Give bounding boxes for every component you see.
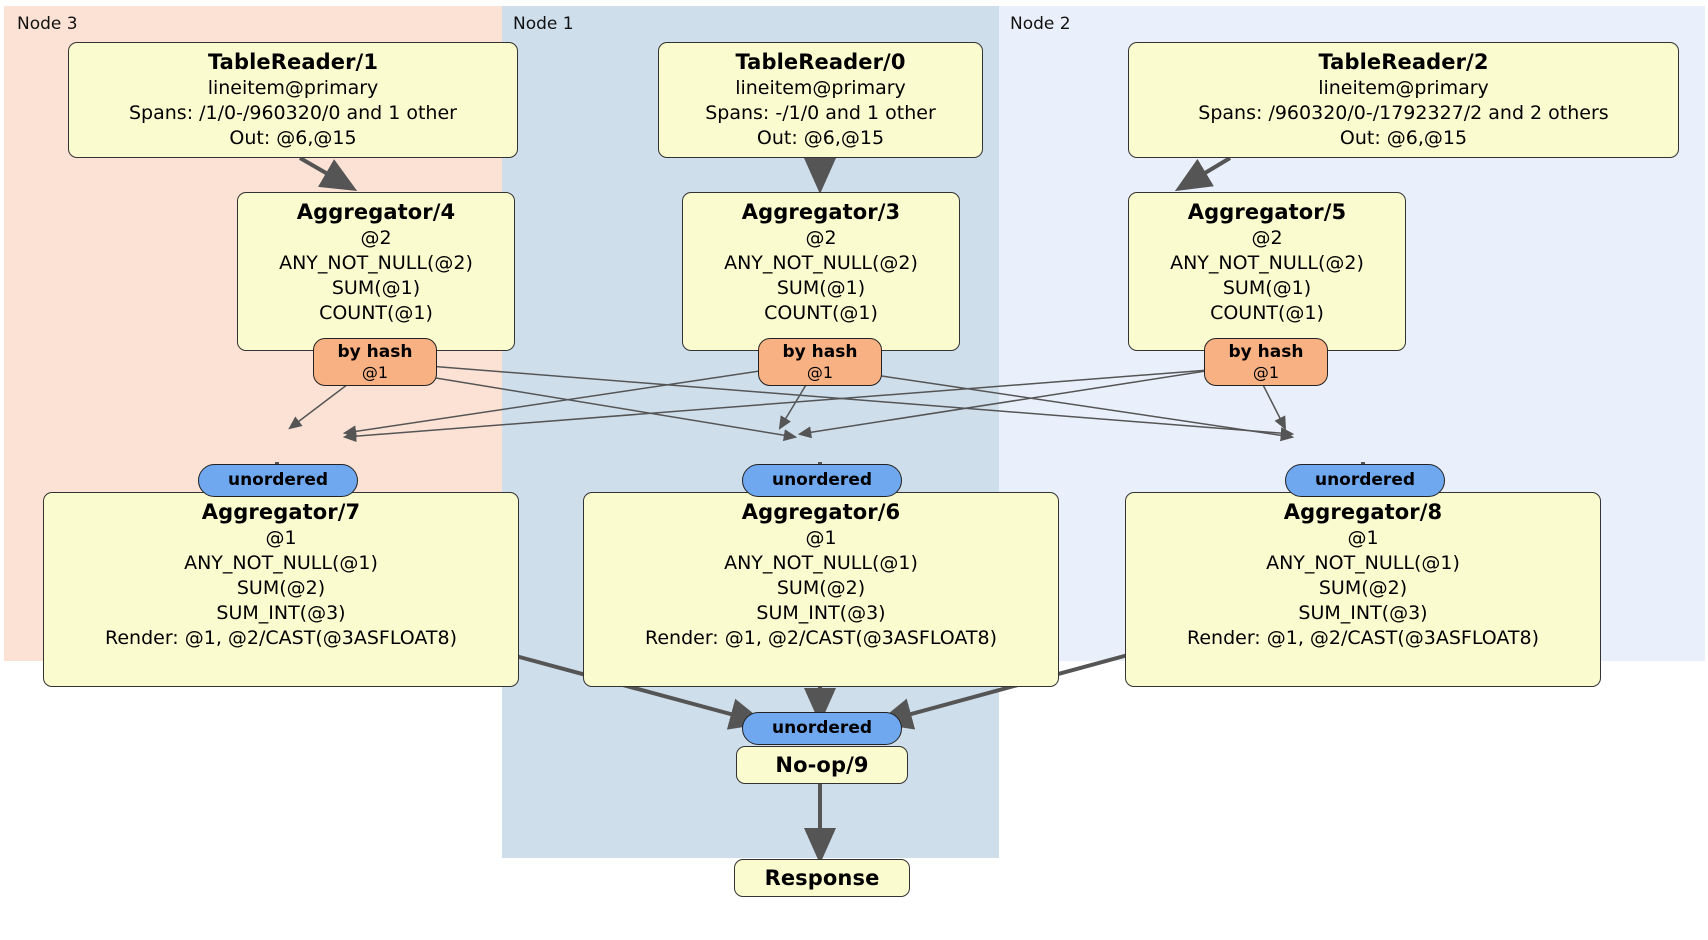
processor-detail: ANY_NOT_NULL(@2) (724, 252, 918, 274)
processor-detail: SUM_INT(@3) (756, 602, 886, 624)
processor-detail: Out: @6,@15 (756, 127, 885, 149)
processor-detail: SUM(@2) (236, 577, 326, 599)
hash-router-label: by hash (1228, 342, 1304, 362)
processor-detail: @1 (265, 527, 297, 549)
processor-no-op-9[interactable]: No-op/9 (736, 746, 908, 784)
processor-detail: @1 (805, 527, 837, 549)
synchronizer-label: unordered (771, 470, 873, 490)
processor-aggregator-6[interactable]: Aggregator/6 @1 ANY_NOT_NULL(@1) SUM(@2)… (583, 492, 1059, 687)
processor-title: Aggregator/3 (741, 200, 901, 224)
processor-detail: SUM(@2) (1318, 577, 1408, 599)
processor-detail: ANY_NOT_NULL(@1) (724, 552, 918, 574)
processor-detail: lineitem@primary (1318, 77, 1489, 99)
processor-title: Aggregator/5 (1187, 200, 1347, 224)
processor-detail: SUM(@1) (1222, 277, 1312, 299)
processor-detail: lineitem@primary (207, 77, 379, 99)
processor-detail: Spans: /960320/0-/1792327/2 and 2 others (1198, 102, 1609, 124)
processor-detail: Out: @6,@15 (1339, 127, 1468, 149)
processor-detail: @1 (1347, 527, 1379, 549)
synchronizer-label: unordered (771, 718, 873, 738)
processor-table-reader-1[interactable]: TableReader/1 lineitem@primary Spans: /1… (68, 42, 518, 158)
processor-detail: ANY_NOT_NULL(@2) (279, 252, 473, 274)
node-label-node-2: Node 2 (1010, 14, 1071, 34)
synchronizer-label: unordered (1314, 470, 1416, 490)
processor-detail: SUM_INT(@3) (216, 602, 346, 624)
processor-detail: ANY_NOT_NULL(@1) (184, 552, 378, 574)
processor-aggregator-3[interactable]: Aggregator/3 @2 ANY_NOT_NULL(@2) SUM(@1)… (682, 192, 960, 351)
processor-detail: Spans: -/1/0 and 1 other (705, 102, 936, 124)
processor-detail: @2 (1251, 227, 1283, 249)
unordered-synchronizer-left[interactable]: unordered (198, 464, 358, 497)
processor-table-reader-0[interactable]: TableReader/0 lineitem@primary Spans: -/… (658, 42, 983, 158)
processor-detail: COUNT(@1) (319, 302, 433, 324)
processor-detail: Render: @1, @2/CAST(@3ASFLOAT8) (645, 627, 997, 649)
hash-router-right[interactable]: by hash @1 (1204, 338, 1328, 386)
processor-detail: Render: @1, @2/CAST(@3ASFLOAT8) (1187, 627, 1539, 649)
processor-response[interactable]: Response (734, 859, 910, 897)
processor-title: Response (764, 866, 880, 890)
processor-table-reader-2[interactable]: TableReader/2 lineitem@primary Spans: /9… (1128, 42, 1679, 158)
processor-detail: lineitem@primary (735, 77, 906, 99)
processor-detail: Render: @1, @2/CAST(@3ASFLOAT8) (105, 627, 457, 649)
processor-title: No-op/9 (775, 753, 869, 777)
hash-router-column: @1 (1252, 363, 1280, 382)
hash-router-center[interactable]: by hash @1 (758, 338, 882, 386)
processor-title: Aggregator/8 (1283, 500, 1443, 524)
processor-detail: ANY_NOT_NULL(@2) (1170, 252, 1364, 274)
processor-title: Aggregator/6 (741, 500, 901, 524)
node-label-node-3: Node 3 (17, 14, 78, 34)
processor-detail: COUNT(@1) (1210, 302, 1324, 324)
processor-title: TableReader/0 (735, 50, 906, 74)
processor-detail: SUM(@1) (776, 277, 866, 299)
unordered-synchronizer-final[interactable]: unordered (742, 712, 902, 745)
processor-detail: Out: @6,@15 (229, 127, 357, 149)
processor-detail: COUNT(@1) (764, 302, 878, 324)
synchronizer-label: unordered (227, 470, 329, 490)
node-label-node-1: Node 1 (513, 14, 574, 34)
processor-detail: SUM(@1) (331, 277, 421, 299)
processor-title: Aggregator/7 (201, 500, 361, 524)
hash-router-column: @1 (361, 363, 389, 382)
hash-router-label: by hash (782, 342, 858, 362)
processor-aggregator-8[interactable]: Aggregator/8 @1 ANY_NOT_NULL(@1) SUM(@2)… (1125, 492, 1601, 687)
processor-detail: SUM_INT(@3) (1298, 602, 1428, 624)
unordered-synchronizer-right[interactable]: unordered (1285, 464, 1445, 497)
unordered-synchronizer-center[interactable]: unordered (742, 464, 902, 497)
hash-router-label: by hash (337, 342, 413, 362)
processor-aggregator-7[interactable]: Aggregator/7 @1 ANY_NOT_NULL(@1) SUM(@2)… (43, 492, 519, 687)
processor-detail: Spans: /1/0-/960320/0 and 1 other (129, 102, 457, 124)
processor-title: TableReader/2 (1318, 50, 1489, 74)
processor-aggregator-4[interactable]: Aggregator/4 @2 ANY_NOT_NULL(@2) SUM(@1)… (237, 192, 515, 351)
processor-title: TableReader/1 (207, 50, 379, 74)
processor-detail: ANY_NOT_NULL(@1) (1266, 552, 1460, 574)
processor-detail: @2 (805, 227, 837, 249)
processor-aggregator-5[interactable]: Aggregator/5 @2 ANY_NOT_NULL(@2) SUM(@1)… (1128, 192, 1406, 351)
processor-detail: SUM(@2) (776, 577, 866, 599)
processor-detail: @2 (360, 227, 392, 249)
hash-router-left[interactable]: by hash @1 (313, 338, 437, 386)
hash-router-column: @1 (806, 363, 834, 382)
processor-title: Aggregator/4 (296, 200, 456, 224)
